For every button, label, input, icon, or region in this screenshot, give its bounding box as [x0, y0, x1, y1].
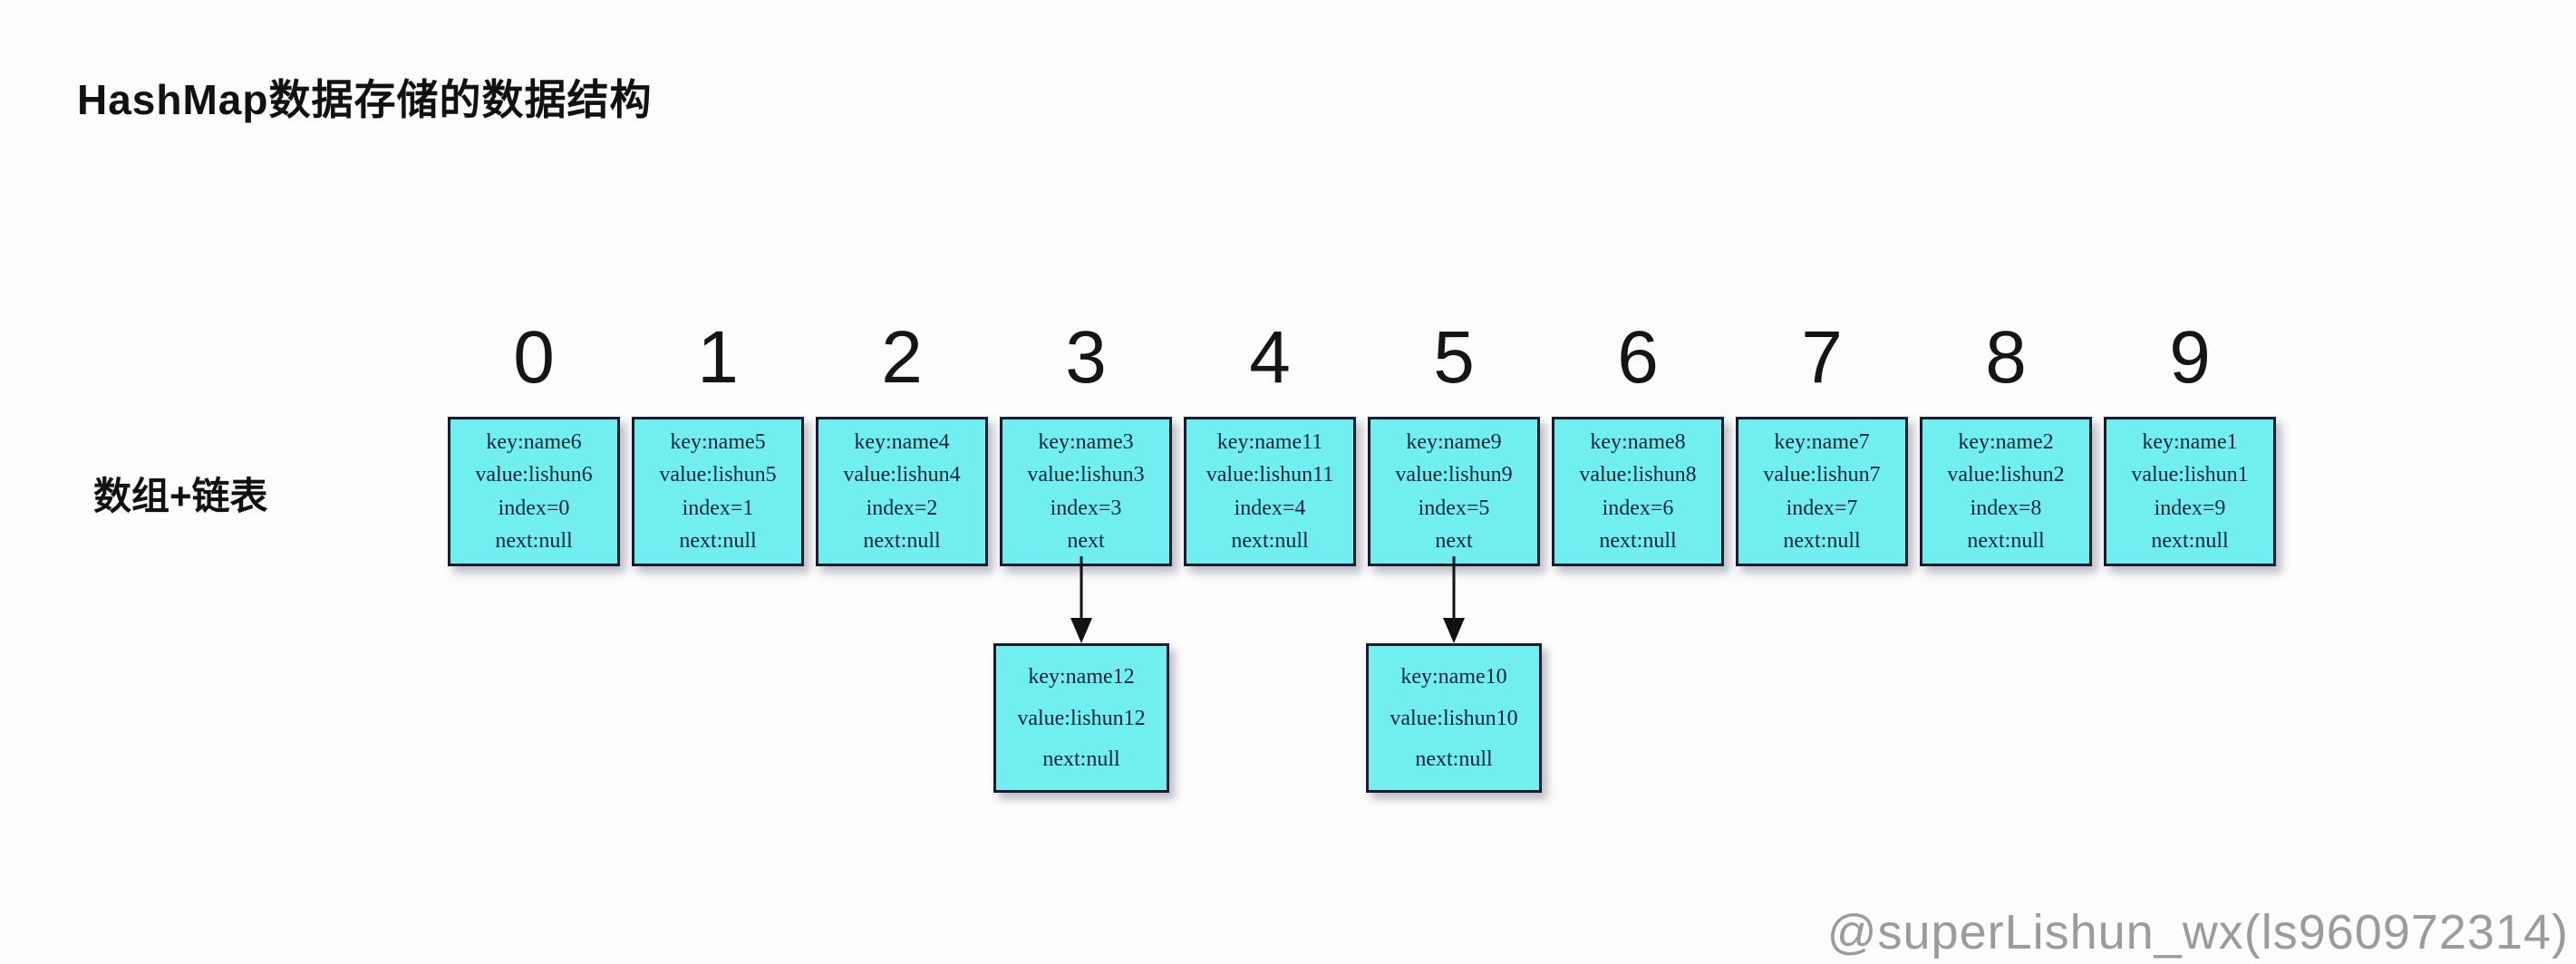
node-next: next:null: [1599, 529, 1677, 554]
node-key: key:name7: [1774, 429, 1870, 454]
node-next: next:null: [1231, 529, 1309, 554]
node-index: index=7: [1786, 496, 1858, 520]
hash-node: key:name11 value:lishun11 index=4 next:n…: [1184, 417, 1356, 566]
node-index: index=4: [1234, 496, 1306, 520]
bucket-6: 6 key:name8 value:lishun8 index=6 next:n…: [1552, 315, 1724, 566]
hash-node: key:name3 value:lishun3 index=3 next: [1000, 417, 1172, 566]
bucket-array-row: 0 key:name6 value:lishun6 index=0 next:n…: [448, 315, 2276, 566]
bucket-5: 5 key:name9 value:lishun9 index=5 next: [1368, 315, 1540, 566]
node-key: key:name2: [1958, 429, 2054, 454]
node-value: value:lishun3: [1027, 463, 1145, 487]
node-next: next: [1067, 529, 1105, 554]
node-key: key:name6: [486, 429, 582, 454]
node-key: key:name10: [1400, 664, 1507, 689]
node-index: index=9: [2154, 496, 2226, 520]
node-next: next:null: [1783, 529, 1861, 554]
node-key: key:name11: [1216, 429, 1323, 454]
node-value: value:lishun8: [1579, 463, 1697, 487]
hash-node: key:name1 value:lishun1 index=9 next:nul…: [2104, 417, 2276, 566]
bucket-index-label: 2: [881, 316, 923, 399]
bucket-7: 7 key:name7 value:lishun7 index=7 next:n…: [1736, 315, 1908, 566]
chain-node-of-bucket-5: key:name10 value:lishun10 next:null: [1366, 643, 1542, 793]
node-index: index=6: [1602, 496, 1674, 520]
node-key: key:name8: [1590, 429, 1686, 454]
bucket-index-label: 7: [1801, 316, 1843, 399]
next-arrow-bucket-5: [1443, 556, 1465, 643]
bucket-index-label: 6: [1617, 316, 1659, 399]
hash-node: key:name4 value:lishun4 index=2 next:nul…: [816, 417, 988, 566]
node-value: value:lishun7: [1763, 463, 1881, 487]
node-key: key:name1: [2142, 429, 2238, 454]
array-linkedlist-label: 数组+链表: [93, 475, 268, 517]
node-next: next:null: [1042, 747, 1120, 772]
bucket-1: 1 key:name5 value:lishun5 index=1 next:n…: [632, 315, 804, 566]
node-key: key:name4: [854, 429, 950, 454]
next-arrow-bucket-3: [1070, 556, 1092, 643]
hash-node: key:name5 value:lishun5 index=1 next:nul…: [632, 417, 804, 566]
hash-node: key:name2 value:lishun2 index=8 next:nul…: [1920, 417, 2092, 566]
node-value: value:lishun10: [1390, 706, 1518, 730]
bucket-index-label: 0: [513, 316, 555, 399]
node-next: next:null: [863, 529, 941, 554]
node-key: key:name3: [1038, 429, 1134, 454]
node-next: next: [1435, 529, 1473, 554]
page-title: HashMap数据存储的数据结构: [77, 76, 653, 123]
node-index: index=1: [682, 496, 754, 520]
bucket-0: 0 key:name6 value:lishun6 index=0 next:n…: [448, 315, 620, 566]
hash-node: key:name8 value:lishun8 index=6 next:nul…: [1552, 417, 1724, 566]
bucket-index-label: 3: [1065, 316, 1107, 399]
bucket-index-label: 4: [1249, 316, 1291, 399]
hash-node: key:name9 value:lishun9 index=5 next: [1368, 417, 1540, 566]
watermark-text: @superLishun_wx(ls960972314): [1826, 905, 2569, 959]
hash-node: key:name7 value:lishun7 index=7 next:nul…: [1736, 417, 1908, 566]
bucket-9: 9 key:name1 value:lishun1 index=9 next:n…: [2104, 315, 2276, 566]
node-index: index=0: [498, 496, 570, 520]
bucket-3: 3 key:name3 value:lishun3 index=3 next: [1000, 315, 1172, 566]
node-value: value:lishun1: [2131, 463, 2249, 487]
bucket-index-label: 8: [1985, 316, 2027, 399]
node-value: value:lishun5: [659, 463, 777, 487]
node-index: index=8: [1970, 496, 2042, 520]
node-index: index=3: [1050, 496, 1122, 520]
bucket-index-label: 9: [2169, 316, 2211, 399]
node-next: next:null: [1967, 529, 2045, 554]
node-value: value:lishun9: [1395, 463, 1513, 487]
hash-node: key:name6 value:lishun6 index=0 next:nul…: [448, 417, 620, 566]
node-next: next:null: [1415, 747, 1493, 772]
node-next: next:null: [2151, 529, 2229, 554]
bucket-8: 8 key:name2 value:lishun2 index=8 next:n…: [1920, 315, 2092, 566]
node-key: key:name9: [1406, 429, 1502, 454]
node-value: value:lishun6: [475, 463, 593, 487]
node-value: value:lishun2: [1947, 463, 2065, 487]
bucket-index-label: 5: [1433, 316, 1475, 399]
bucket-index-label: 1: [697, 316, 739, 399]
node-value: value:lishun12: [1017, 706, 1146, 730]
node-value: value:lishun4: [843, 463, 961, 487]
bucket-4: 4 key:name11 value:lishun11 index=4 next…: [1184, 315, 1356, 566]
node-key: key:name12: [1028, 664, 1135, 689]
node-index: index=5: [1418, 496, 1490, 520]
chain-node-of-bucket-3: key:name12 value:lishun12 next:null: [993, 643, 1169, 793]
node-key: key:name5: [670, 429, 766, 454]
node-next: next:null: [495, 529, 573, 554]
node-value: value:lishun11: [1206, 463, 1334, 487]
bucket-2: 2 key:name4 value:lishun4 index=2 next:n…: [816, 315, 988, 566]
node-index: index=2: [866, 496, 938, 520]
node-next: next:null: [679, 529, 757, 554]
